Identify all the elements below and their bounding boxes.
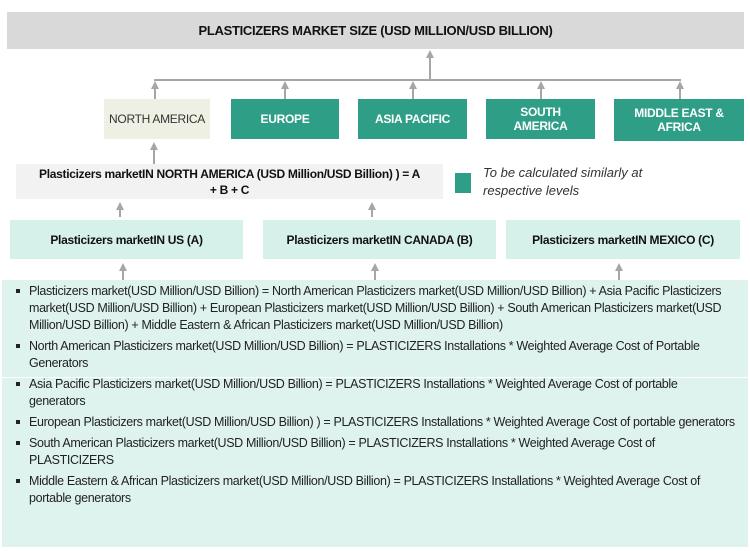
country-canada: Plasticizers marketIN CANADA (B) — [263, 220, 496, 259]
formula-list: Plasticizers market(USD Million/USD Bill… — [14, 283, 736, 511]
arrow-up-icon — [281, 81, 289, 89]
bullet-icon — [16, 420, 20, 424]
bullet-text: Middle Eastern & African Plasticizers ma… — [29, 474, 700, 505]
list-item: North American Plasticizers market(USD M… — [14, 338, 736, 372]
connector — [618, 270, 620, 280]
connector — [412, 88, 414, 99]
connector — [154, 79, 681, 81]
bullet-icon — [16, 441, 20, 445]
legend-swatch — [455, 173, 471, 193]
bullet-text: South American Plasticizers market(USD M… — [29, 436, 655, 467]
region-asia-pacific: ASIA PACIFIC — [358, 99, 467, 139]
arrow-up-icon — [615, 263, 623, 271]
arrow-up-icon — [368, 202, 376, 210]
connector — [540, 88, 542, 99]
region-middle-east-africa: MIDDLE EAST & AFRICA — [614, 99, 744, 141]
bullet-text: European Plasticizers market(USD Million… — [29, 415, 735, 429]
north-america-formula: Plasticizers marketIN NORTH AMERICA (USD… — [16, 164, 443, 199]
list-item: Plasticizers market(USD Million/USD Bill… — [14, 283, 736, 334]
list-item: Middle Eastern & African Plasticizers ma… — [14, 473, 736, 507]
bullet-icon — [16, 479, 20, 483]
region-south-america: SOUTH AMERICA — [486, 99, 595, 139]
arrow-up-icon — [676, 81, 684, 89]
bullet-text: Asia Pacific Plasticizers market(USD Mil… — [29, 377, 678, 408]
legend-text: To be calculated similarly at respective… — [483, 165, 643, 198]
arrow-up-icon — [371, 263, 379, 271]
list-item: South American Plasticizers market(USD M… — [14, 435, 736, 469]
bullet-icon — [16, 289, 20, 293]
connector — [374, 270, 376, 280]
connector — [122, 270, 124, 280]
region-europe: EUROPE — [231, 99, 339, 139]
list-item: European Plasticizers market(USD Million… — [14, 414, 736, 431]
arrow-up-icon — [426, 50, 434, 58]
arrow-up-icon — [537, 81, 545, 89]
connector — [679, 88, 681, 99]
bullet-icon — [16, 344, 20, 348]
connector — [153, 149, 155, 164]
connector — [371, 209, 373, 217]
arrow-up-icon — [151, 81, 159, 89]
bullet-text: North American Plasticizers market(USD M… — [29, 339, 700, 370]
region-north-america: NORTH AMERICA — [104, 99, 210, 139]
country-us: Plasticizers marketIN US (A) — [10, 220, 243, 259]
arrow-up-icon — [116, 202, 124, 210]
list-item: Asia Pacific Plasticizers market(USD Mil… — [14, 376, 736, 410]
connector — [284, 88, 286, 99]
arrow-up-icon — [409, 81, 417, 89]
connector — [119, 209, 121, 217]
divider — [2, 377, 748, 378]
market-size-title: PLASTICIZERS MARKET SIZE (USD MILLION/US… — [7, 12, 744, 49]
connector — [429, 57, 431, 80]
arrow-up-icon — [150, 142, 158, 150]
country-mexico: Plasticizers marketIN MEXICO (C) — [506, 220, 740, 259]
connector — [154, 88, 156, 99]
arrow-up-icon — [119, 263, 127, 271]
formula-panel: Plasticizers market(USD Million/USD Bill… — [2, 280, 748, 547]
bullet-icon — [16, 382, 20, 386]
bullet-text: Plasticizers market(USD Million/USD Bill… — [29, 284, 722, 332]
